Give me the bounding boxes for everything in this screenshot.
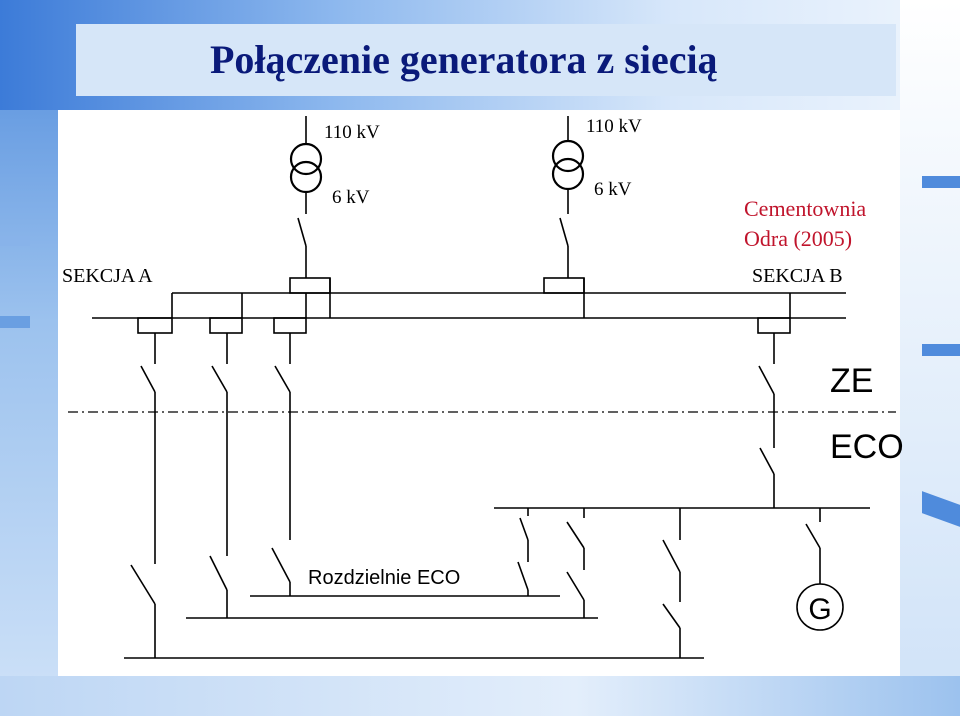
generator-branch: [805, 508, 821, 584]
generator-label: G: [808, 593, 831, 626]
transformer-1-primary-voltage: 110 kV: [324, 122, 380, 143]
feeder-section-b: [757, 293, 791, 508]
switchgear-label: Rozdzielnie ECO: [308, 567, 460, 589]
transformer-1-secondary-voltage: 6 kV: [332, 187, 370, 208]
decorative-stripe: [0, 316, 30, 328]
eco-branch-2: [566, 508, 585, 618]
zone-ze-label: ZE: [830, 362, 873, 400]
transformer-2-primary-voltage: 110 kV: [586, 116, 642, 137]
background-bottom-band: [0, 676, 960, 716]
feeder-1: [130, 293, 173, 658]
generator-symbol: [796, 583, 844, 631]
transformer-2: [543, 116, 585, 318]
plant-name-line2: Odra (2005): [744, 226, 852, 251]
transformer-1: [289, 116, 331, 318]
diagram-area: [58, 110, 900, 676]
slide-title: Połączenie generatora z siecią: [210, 37, 718, 82]
transformer-2-secondary-voltage: 6 kV: [594, 179, 632, 200]
zone-eco-label: ECO: [830, 428, 904, 466]
decorative-stripe: [922, 344, 960, 356]
section-b-label: SEKCJA B: [752, 265, 843, 287]
feeder-2: [209, 293, 243, 618]
eco-branch-1: [517, 508, 529, 596]
title-banner: [76, 24, 896, 96]
background-left-band: [0, 0, 58, 716]
background-right-band: [900, 0, 960, 716]
feeder-3: [271, 317, 307, 596]
plant-name-line1: Cementownia: [744, 196, 866, 221]
eco-branch-3: [662, 508, 681, 658]
decorative-stripe: [0, 236, 30, 246]
decorative-stripe: [922, 176, 960, 188]
section-a-label: SEKCJA A: [62, 265, 153, 287]
